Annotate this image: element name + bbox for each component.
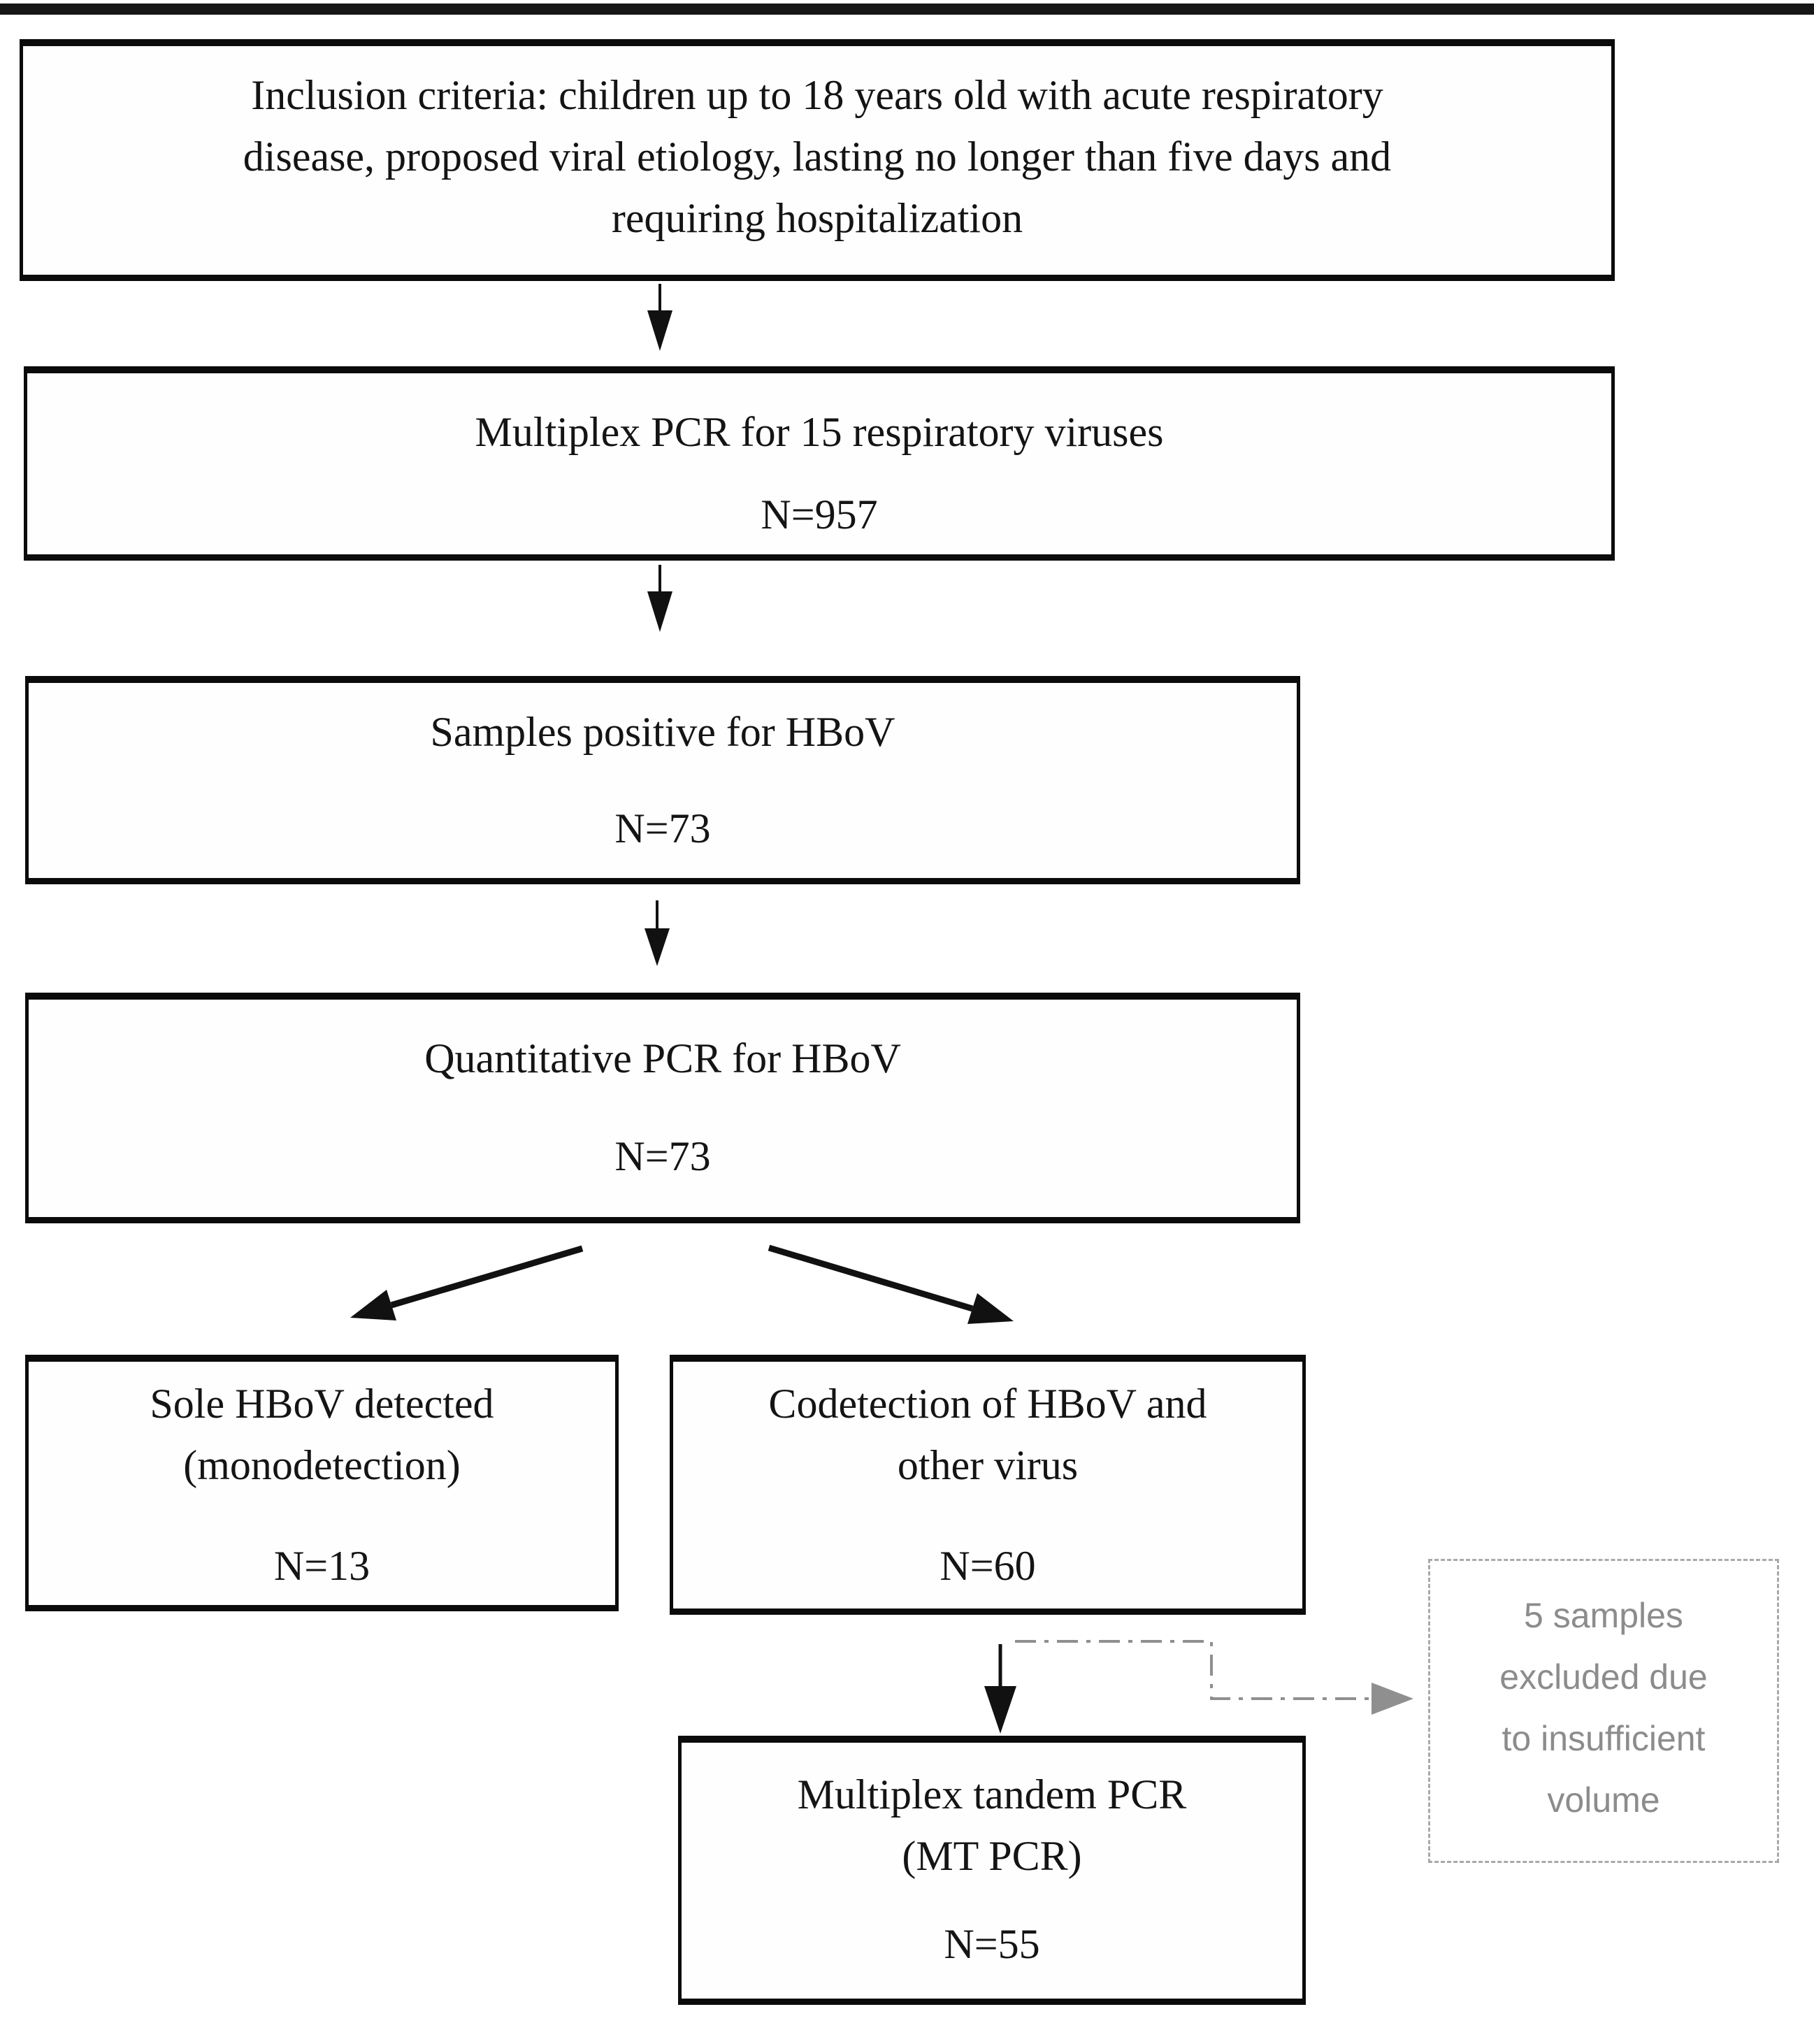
- codetection-line-1: Codetection of HBoV and: [768, 1381, 1207, 1427]
- box-inclusion-criteria: Inclusion criteria: children up to 18 ye…: [20, 39, 1615, 281]
- box-multiplex-pcr: Multiplex PCR for 15 respiratory viruses…: [24, 366, 1615, 561]
- excluded-note-line-4: volume: [1547, 1780, 1660, 1820]
- monodetection-line-1: Sole HBoV detected: [150, 1381, 494, 1427]
- excluded-note-line-3: to insufficient: [1502, 1719, 1706, 1758]
- mt-pcr-line-2: (MT PCR): [902, 1833, 1082, 1879]
- quantitative-pcr-n-value: N=73: [614, 1133, 711, 1179]
- samples-positive-n-value: N=73: [614, 805, 711, 851]
- box-samples-positive-hbov: Samples positive for HBoV N=73: [25, 676, 1300, 884]
- monodetection-n-value: N=13: [273, 1543, 370, 1589]
- multiplex-pcr-n-value: N=957: [761, 491, 878, 538]
- arrow-samples-to-quantitative-icon: [645, 900, 670, 966]
- codetection-n-value: N=60: [940, 1543, 1036, 1589]
- inclusion-line-1: Inclusion criteria: children up to 18 ye…: [251, 72, 1383, 118]
- box-mt-pcr: Multiplex tandem PCR (MT PCR) N=55: [678, 1736, 1306, 2005]
- box-codetection: Codetection of HBoV and other virus N=60: [670, 1355, 1306, 1615]
- arrow-codetection-to-mtpcr-icon: [984, 1644, 1016, 1734]
- note-excluded-samples: 5 samples excluded due to insufficient v…: [1428, 1559, 1779, 1863]
- inclusion-line-2: disease, proposed viral etiology, lastin…: [243, 134, 1392, 180]
- arrow-quantitative-to-monodetection-icon: [350, 1245, 584, 1320]
- connector-excluded-samples-icon: [1015, 1640, 1413, 1715]
- box-quantitative-pcr: Quantitative PCR for HBoV N=73: [25, 993, 1300, 1223]
- scan-edge-bar: [0, 3, 1814, 15]
- box-monodetection: Sole HBoV detected (monodetection) N=13: [25, 1355, 619, 1611]
- excluded-note-line-1: 5 samples: [1524, 1596, 1683, 1635]
- quantitative-pcr-title: Quantitative PCR for HBoV: [424, 1035, 901, 1081]
- mt-pcr-n-value: N=55: [944, 1921, 1040, 1967]
- excluded-note-line-2: excluded due: [1499, 1657, 1708, 1697]
- arrow-multiplex-to-samples-icon: [647, 565, 672, 632]
- multiplex-pcr-title: Multiplex PCR for 15 respiratory viruses: [475, 409, 1164, 455]
- mt-pcr-line-1: Multiplex tandem PCR: [797, 1771, 1187, 1818]
- arrow-quantitative-to-codetection-icon: [768, 1244, 1014, 1324]
- inclusion-line-3: requiring hospitalization: [611, 195, 1023, 241]
- arrow-inclusion-to-multiplex-icon: [647, 284, 672, 351]
- monodetection-line-2: (monodetection): [183, 1442, 461, 1488]
- codetection-line-2: other virus: [897, 1442, 1079, 1488]
- samples-positive-title: Samples positive for HBoV: [430, 709, 895, 755]
